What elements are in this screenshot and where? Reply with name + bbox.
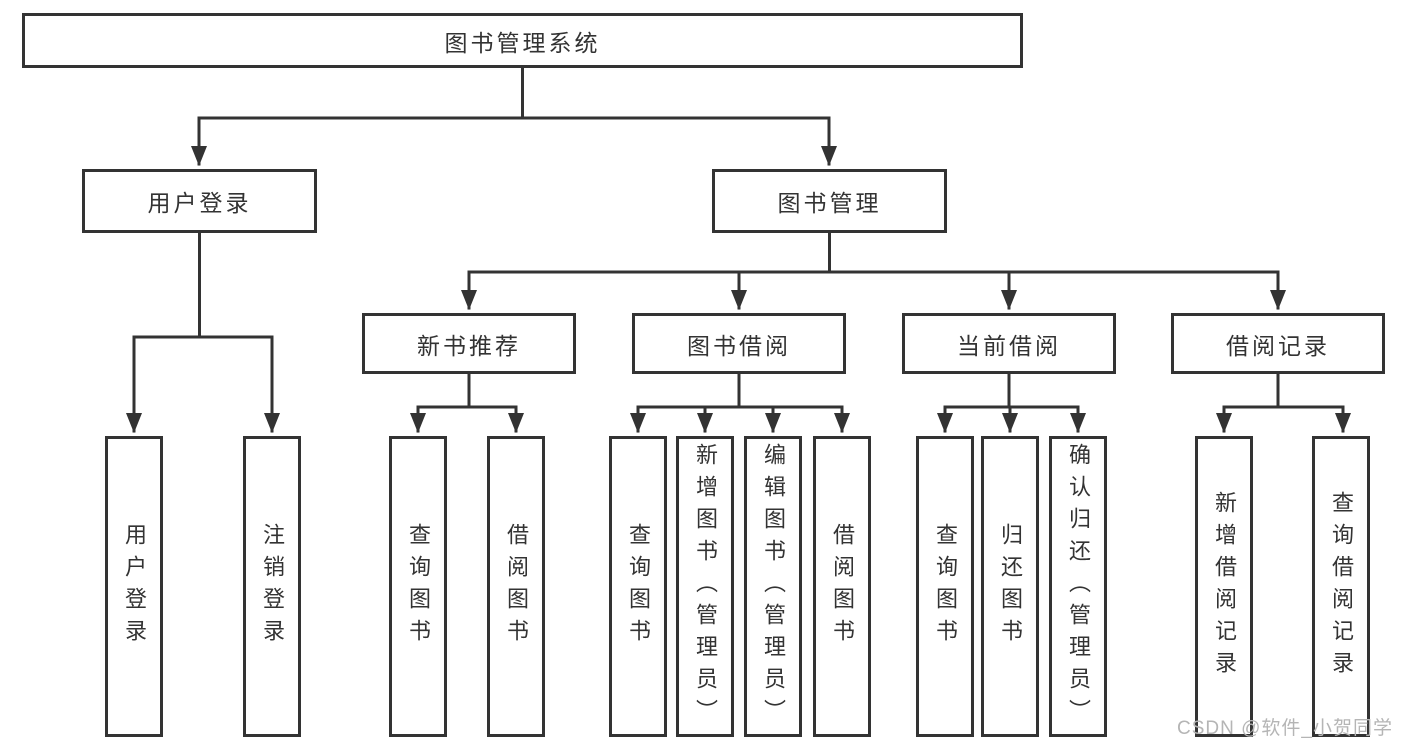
node-borrow-books-borrowing: 借阅图书 — [813, 436, 871, 737]
connectors-book-management — [461, 231, 1286, 310]
node-logout-action: 注销登录 — [243, 436, 301, 737]
node-add-books-admin: 新增图书（管理员） — [676, 436, 734, 737]
connectors-new-book-recommendation — [410, 372, 524, 433]
node-search-borrowing-record: 查询借阅记录 — [1312, 436, 1370, 737]
node-edit-books-admin: 编辑图书（管理员） — [744, 436, 802, 737]
node-label: 新书推荐 — [417, 332, 521, 359]
node-label: 图书借阅 — [687, 332, 791, 359]
node-return-books: 归还图书 — [981, 436, 1039, 737]
node-book-borrowing: 图书借阅 — [632, 313, 846, 374]
node-label: 图书管理系统 — [444, 29, 601, 56]
node-label: 查询图书 — [626, 522, 651, 651]
node-label: 用户登录 — [147, 190, 252, 216]
node-label: 借阅记录 — [1226, 332, 1330, 359]
node-borrow-books-recommend: 借阅图书 — [487, 436, 545, 737]
node-label: 查询图书 — [406, 522, 431, 651]
node-label: 新增借阅记录 — [1212, 490, 1237, 683]
node-label: 新增图书（管理员） — [693, 442, 718, 731]
node-user-login-action: 用户登录 — [105, 436, 163, 737]
connectors-borrowing-records — [1216, 372, 1351, 433]
node-label: 查询借阅记录 — [1329, 490, 1354, 683]
node-label: 借阅图书 — [504, 522, 529, 651]
node-borrowing-records: 借阅记录 — [1171, 313, 1385, 374]
node-confirm-return-admin: 确认归还（管理员） — [1049, 436, 1107, 737]
connectors-user-login — [126, 231, 280, 433]
node-label: 图书管理 — [777, 190, 882, 216]
node-add-borrowing-record: 新增借阅记录 — [1195, 436, 1253, 737]
connectors-book-borrowing — [630, 372, 850, 433]
node-new-book-recommendation: 新书推荐 — [362, 313, 576, 374]
node-label: 用户登录 — [122, 522, 147, 651]
node-label: 借阅图书 — [830, 522, 855, 651]
node-label: 查询图书 — [933, 522, 958, 651]
node-search-books-recommend: 查询图书 — [389, 436, 447, 737]
node-label: 编辑图书（管理员） — [761, 442, 786, 731]
node-search-books-borrowing: 查询图书 — [609, 436, 667, 737]
node-current-borrowing: 当前借阅 — [902, 313, 1116, 374]
connectors-current-borrowing — [937, 372, 1086, 433]
node-book-management: 图书管理 — [712, 169, 947, 233]
connectors-root — [191, 66, 837, 166]
node-label: 当前借阅 — [957, 332, 1061, 359]
node-search-books-current: 查询图书 — [916, 436, 974, 737]
node-user-login: 用户登录 — [82, 169, 317, 233]
node-label: 注销登录 — [260, 522, 285, 651]
node-library-management-system: 图书管理系统 — [22, 13, 1023, 68]
node-label: 确认归还（管理员） — [1066, 442, 1091, 731]
node-label: 归还图书 — [998, 522, 1023, 651]
